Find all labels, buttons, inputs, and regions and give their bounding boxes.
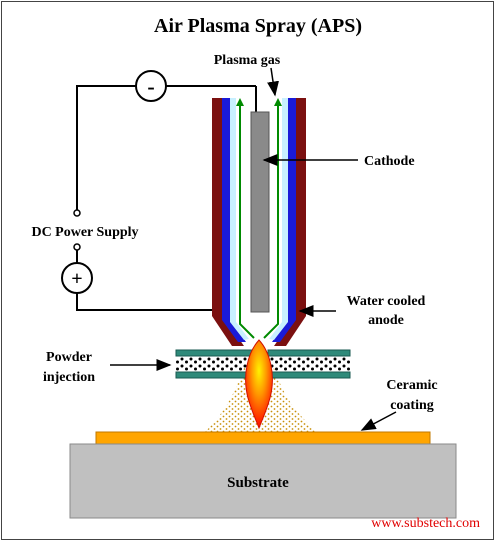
powder-injector-left — [175, 349, 253, 379]
water-channel-right — [269, 98, 288, 340]
circuit-wire-top-left — [76, 85, 136, 213]
cathode-label: Cathode — [364, 154, 415, 169]
terminal-bottom — [73, 243, 81, 251]
powder-label-line1: Powder — [46, 350, 92, 365]
plus-sign: + — [71, 268, 82, 290]
gas-line-left — [239, 100, 255, 339]
cathode — [250, 111, 270, 313]
circuit-wire-bottom — [76, 293, 224, 311]
water-cooled-label-line2: anode — [368, 313, 404, 328]
credit-url: www.substech.com — [371, 516, 480, 531]
powder-label-line2: injection — [43, 370, 95, 385]
ceramic-coating-layer — [95, 431, 431, 445]
dc-power-supply-label: DC Power Supply — [31, 225, 138, 240]
plus-terminal-icon: + — [61, 262, 93, 294]
plasma-gas-label: Plasma gas — [214, 53, 281, 68]
terminal-top — [73, 209, 81, 217]
water-cooled-label-line1: Water cooled — [347, 294, 426, 309]
anode-blue-left — [222, 98, 246, 342]
plasma-torch — [212, 98, 306, 346]
minus-sign: - — [147, 74, 154, 99]
gas-line-right — [263, 100, 279, 339]
ceramic-label-line2: coating — [390, 398, 434, 413]
gas-arrow-right — [274, 98, 282, 106]
anode-blue-right — [272, 98, 296, 342]
diagram-title: Air Plasma Spray (APS) — [154, 15, 362, 37]
minus-terminal-icon: - — [135, 70, 167, 102]
substrate-label: Substrate — [227, 475, 289, 491]
water-channel-left — [230, 98, 249, 340]
substrate-block — [69, 443, 457, 519]
ceramic-label-line1: Ceramic — [386, 378, 437, 393]
gas-arrow-left — [236, 98, 244, 106]
plasma-flame — [245, 339, 273, 430]
plasma-gas-arrow — [267, 67, 279, 97]
powder-injector-right — [267, 349, 351, 379]
anode-outer-left — [212, 98, 244, 346]
ceramic-arrow — [360, 411, 397, 431]
